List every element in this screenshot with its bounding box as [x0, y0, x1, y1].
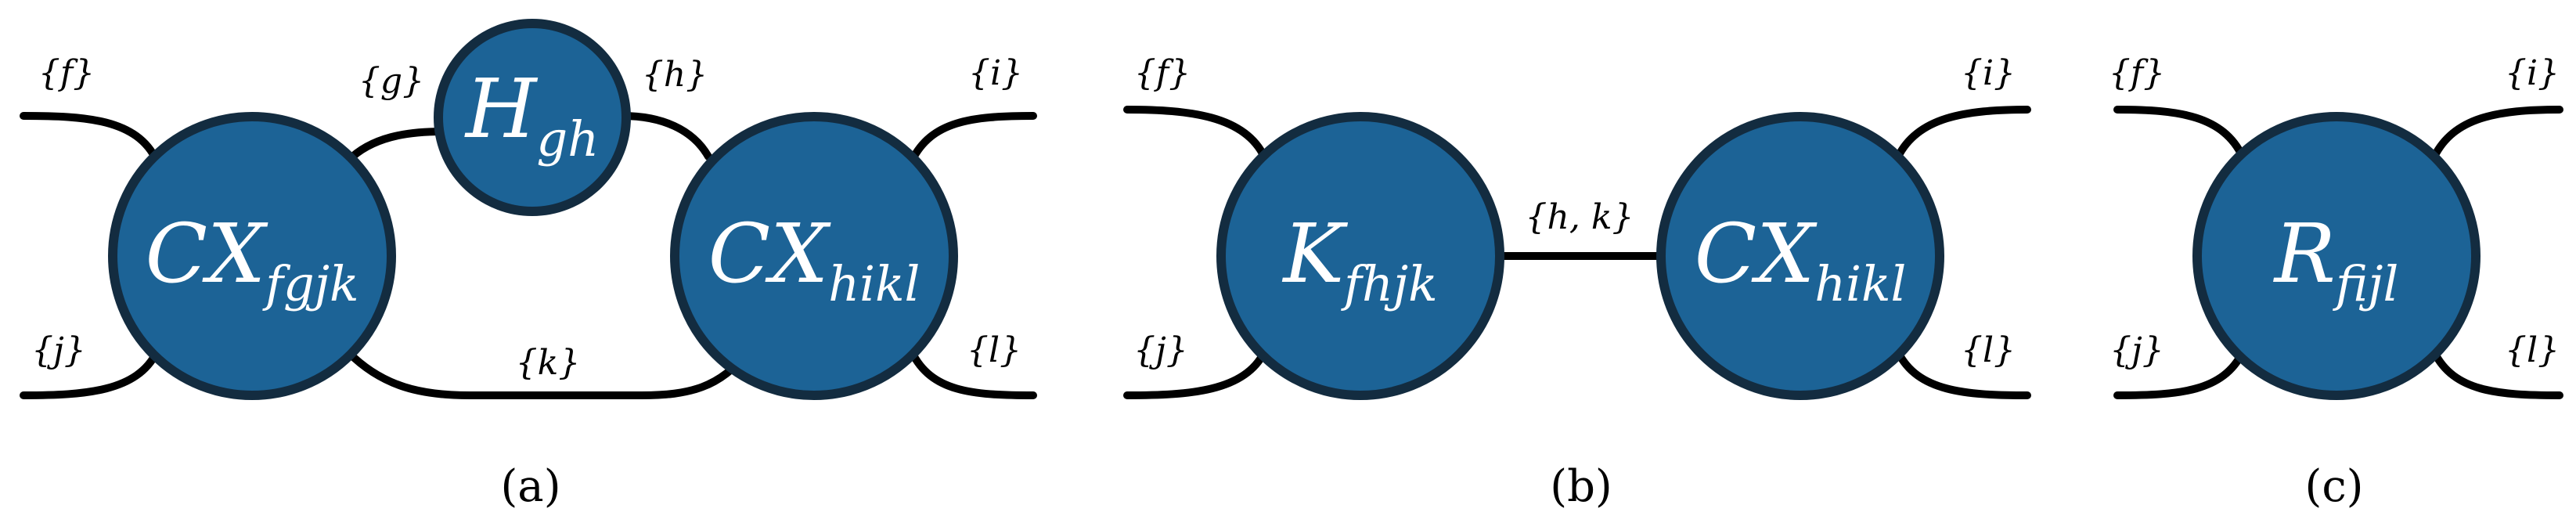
r-fijl-label: Rfijl [2273, 206, 2399, 312]
r-fijl-node [2192, 112, 2481, 400]
r-fijl-sub: fijl [2333, 255, 2398, 312]
r-fijl-main: R [2273, 206, 2336, 301]
cx-hikl-b-label: CXhikl [1695, 206, 1907, 312]
label-b-hk: {h, k} [1526, 197, 1634, 237]
label-a-g: {g} [358, 61, 424, 101]
label-a-h: {h} [642, 55, 708, 95]
cx-fgjk-label: CXfgjk [145, 206, 358, 312]
label-a-l: {l} [967, 330, 1021, 370]
cx-fgjk-main: CX [145, 206, 268, 301]
caption-c: (c) [2304, 461, 2363, 512]
wire-a-i [908, 112, 1037, 164]
cx-hikl-b-sub: hikl [1814, 255, 1906, 312]
wire-b-j [1123, 348, 1268, 399]
k-fhjk-main: K [1281, 206, 1348, 301]
cx-fgjk-sub: fgjk [262, 255, 358, 312]
cx-hikl-label: CXhikl [708, 206, 921, 312]
label-b-j: {j} [1133, 330, 1188, 370]
label-b-i: {i} [1961, 53, 2016, 93]
wire-a-g [344, 128, 446, 164]
h-gh-sub: gh [537, 110, 600, 168]
h-gh-node [434, 19, 631, 216]
wire-b-l [1894, 348, 2031, 399]
caption-a: (a) [500, 461, 560, 512]
wire-a-f [20, 112, 160, 164]
h-gh-main: H [464, 61, 539, 157]
label-b-f: {f} [1134, 53, 1191, 93]
h-gh-label: Hgh [464, 61, 599, 168]
cx-hikl-node [670, 112, 958, 400]
panel-a: CXfgjk Hgh CXhikl {f} {g} {h} {i} {j} {k… [20, 19, 1037, 512]
cx-hikl-b-node [1656, 112, 1944, 400]
wire-c-f [2113, 106, 2246, 160]
wire-a-k [344, 348, 751, 399]
label-c-i: {i} [2505, 53, 2560, 93]
label-c-f: {f} [2109, 53, 2165, 93]
wire-b-f [1123, 106, 1268, 160]
label-c-j: {j} [2109, 330, 2164, 370]
cx-hikl-main: CX [708, 206, 832, 301]
wire-a-j [20, 348, 160, 399]
cx-hikl-sub: hikl [828, 255, 920, 312]
wire-c-l [2430, 348, 2563, 399]
label-b-l: {l} [1961, 330, 2016, 370]
wire-a-h [618, 112, 712, 160]
k-fhjk-label: Kfhjk [1281, 206, 1437, 312]
caption-b: (b) [1550, 461, 1612, 512]
label-a-j: {j} [31, 330, 86, 370]
panel-b: Kfhjk CXhikl {f} {h, k} {i} {j} {l} (b) [1123, 53, 2031, 512]
wire-c-j [2113, 348, 2246, 399]
label-a-k: {k} [516, 343, 581, 383]
wire-a-l [908, 348, 1037, 399]
k-fhjk-sub: fhjk [1341, 255, 1438, 312]
cx-hikl-b-main: CX [1695, 206, 1818, 301]
label-a-f: {f} [38, 53, 95, 93]
panel-c: Rfijl {f} {i} {j} {l} (c) [2109, 53, 2563, 512]
label-c-l: {l} [2505, 330, 2560, 370]
wire-c-i [2430, 106, 2563, 160]
label-a-i: {i} [968, 53, 1023, 93]
k-fhjk-node [1216, 112, 1504, 400]
wire-b-i [1894, 106, 2031, 160]
cx-fgjk-node [108, 112, 396, 400]
